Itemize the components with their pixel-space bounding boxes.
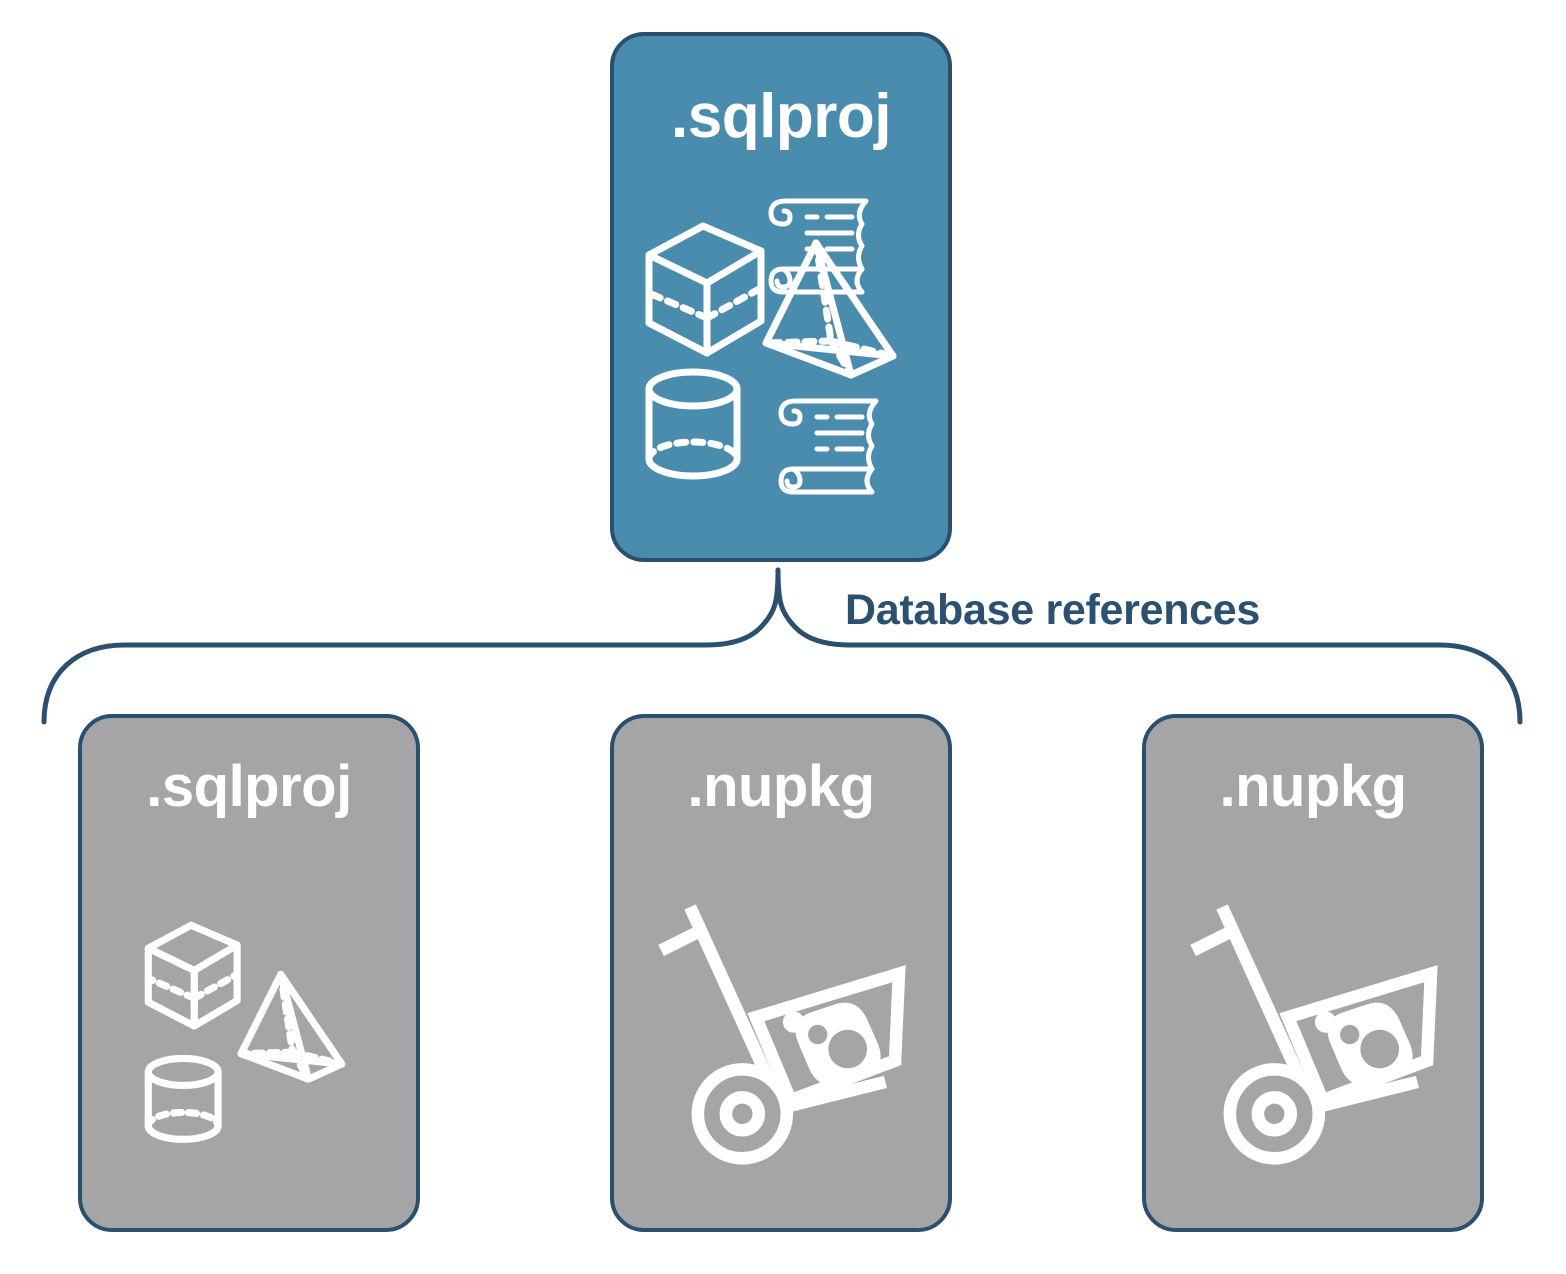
shapes-illustration (144, 921, 346, 1143)
card-reference-nupkg-1-title: .nupkg (687, 754, 875, 819)
cube-wireframe-icon (645, 222, 765, 357)
pyramid-wireframe-icon (762, 239, 897, 379)
card-reference-nupkg-2-icon-group (1146, 816, 1480, 1228)
card-reference-nupkg-1-icon-group (614, 816, 948, 1228)
card-root-title: .sqlproj (671, 82, 891, 151)
card-root-sqlproj[interactable]: .sqlproj (610, 32, 952, 562)
cylinder-wireframe-icon (645, 368, 741, 480)
cylinder-wireframe-icon (144, 1054, 222, 1143)
shapes-and-scrolls-illustration (645, 198, 897, 495)
connector-label: Database references (845, 586, 1260, 634)
card-reference-nupkg-2-title: .nupkg (1219, 754, 1407, 819)
card-reference-sqlproj-icon-group (82, 816, 416, 1228)
scroll-script-icon (768, 198, 869, 295)
cube-wireframe-icon (144, 921, 241, 1030)
card-root-icon-group (614, 148, 948, 558)
nuget-package-holes (808, 1024, 868, 1069)
nuget-package-holes (1340, 1024, 1400, 1069)
card-reference-sqlproj-title: .sqlproj (146, 754, 352, 819)
card-reference-sqlproj[interactable]: .sqlproj (78, 714, 420, 1232)
card-reference-nupkg-2[interactable]: .nupkg (1142, 714, 1484, 1232)
hand-truck-package-icon (1190, 904, 1438, 1165)
scroll-script-icon (778, 398, 879, 495)
pyramid-wireframe-icon (237, 970, 346, 1083)
hand-truck-package-icon (658, 904, 906, 1165)
card-reference-nupkg-1[interactable]: .nupkg (610, 714, 952, 1232)
